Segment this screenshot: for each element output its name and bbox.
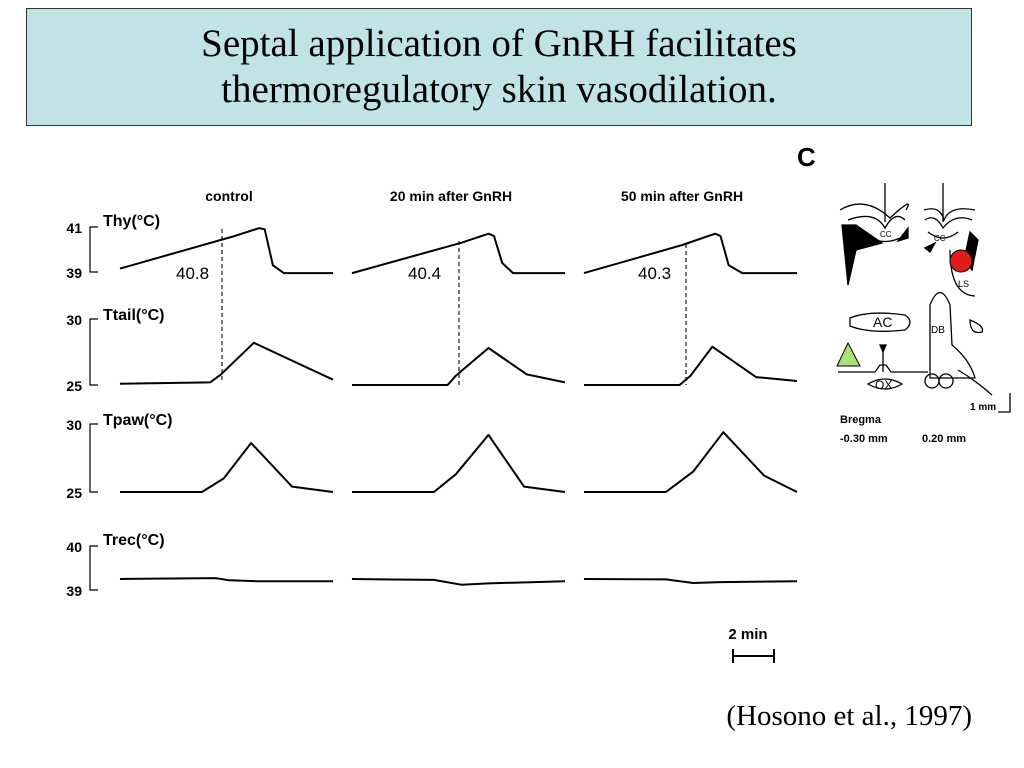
- triangle-marker: [836, 341, 861, 367]
- bregma-value-right: 0.20 mm: [922, 433, 966, 445]
- section-left-top: [839, 183, 910, 286]
- trec-trace-50min: [583, 578, 798, 584]
- trec-tick-top: 40: [66, 539, 82, 555]
- tpaw-axis: [89, 423, 98, 493]
- onset-value-20min: 40.4: [408, 264, 441, 283]
- thy-tick-bottom: 39: [66, 265, 82, 281]
- section-left-bottom: [838, 312, 928, 390]
- thy-trace-50min: [583, 232, 797, 275]
- thy-tick-top: 41: [66, 220, 82, 236]
- time-scale-label: 2 min: [728, 626, 767, 643]
- section-right-bottom: [924, 291, 1011, 413]
- cc-label-right: CC: [934, 234, 946, 243]
- trec-trace-control: [119, 577, 333, 583]
- ttail-tick-top: 30: [66, 312, 82, 328]
- title-box: Septal application of GnRH facilitates t…: [26, 8, 972, 126]
- onset-value-50min: 40.3: [638, 264, 671, 283]
- ttail-label: Ttail(°C): [103, 307, 165, 324]
- series-layer: [119, 227, 798, 586]
- db-label: DB: [931, 325, 945, 336]
- tpaw-tick-top: 30: [66, 417, 82, 433]
- temperature-traces-figure: control 20 min after GnRH 50 min after G…: [66, 142, 1011, 663]
- brain-map: C CC CC LS: [797, 142, 1011, 445]
- tpaw-trace-50min: [584, 431, 798, 493]
- citation: (Hosono et al., 1997): [726, 700, 972, 732]
- condition-label-20min: 20 min after GnRH: [390, 188, 512, 204]
- condition-label-50min: 50 min after GnRH: [621, 188, 743, 204]
- tpaw-tick-bottom: 25: [66, 485, 82, 501]
- panel-letter: C: [797, 142, 816, 172]
- ttail-trace-20min: [352, 347, 566, 386]
- ls-label: LS: [958, 279, 969, 289]
- cc-label-left: CC: [880, 230, 892, 239]
- ttail-tick-bottom: 25: [66, 378, 82, 394]
- title-line-2: thermoregulatory skin vasodilation.: [221, 68, 777, 111]
- tpaw-trace-control: [120, 442, 334, 493]
- ttail-axis: [89, 318, 98, 386]
- thy-trace-20min: [351, 232, 565, 275]
- time-scale-bar: [732, 649, 775, 663]
- title-line-1: Septal application of GnRH facilitates: [201, 22, 797, 65]
- thy-label: Thy(°C): [103, 213, 160, 230]
- ls-injection-site-circle: [949, 249, 973, 273]
- trec-tick-bottom: 39: [66, 583, 82, 599]
- trec-label: Trec(°C): [103, 532, 165, 549]
- ttail-trace-control: [119, 341, 334, 385]
- thy-axis: [89, 226, 98, 273]
- map-scale-label: 1 mm: [970, 402, 996, 413]
- tpaw-label: Tpaw(°C): [103, 412, 173, 429]
- thy-trace-control: [119, 227, 333, 275]
- trec-axis: [89, 545, 98, 591]
- trec-trace-20min: [351, 578, 566, 586]
- onset-value-control: 40.8: [176, 264, 209, 283]
- bregma-label: Bregma: [840, 414, 882, 426]
- ttail-trace-50min: [584, 345, 798, 386]
- ox-label: OX: [875, 378, 892, 392]
- ac-label: AC: [873, 314, 892, 330]
- bregma-value-left: -0.30 mm: [840, 433, 888, 445]
- condition-label-control: control: [205, 188, 252, 204]
- tpaw-trace-20min: [352, 433, 566, 493]
- section-right-top: [923, 183, 979, 297]
